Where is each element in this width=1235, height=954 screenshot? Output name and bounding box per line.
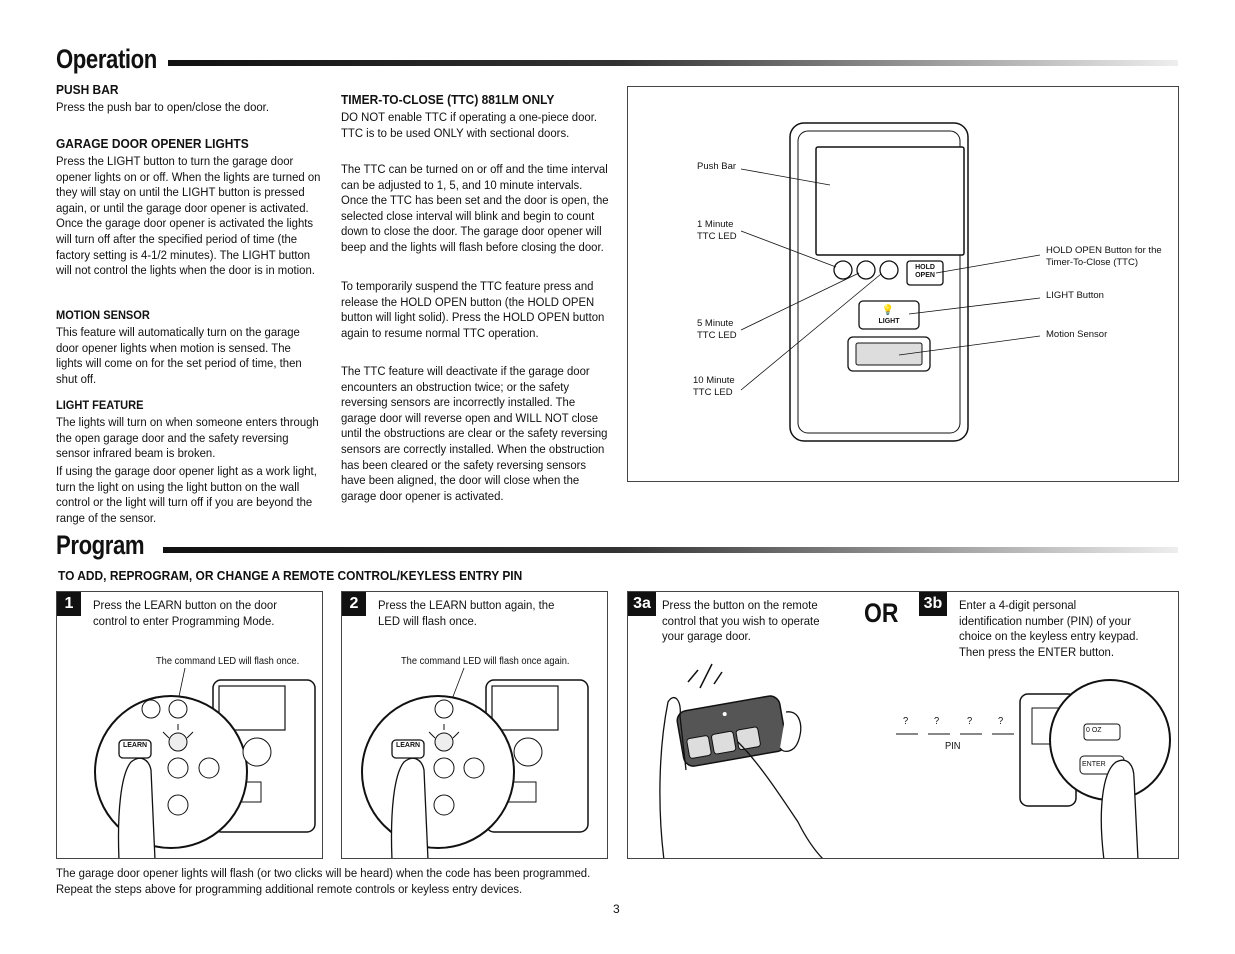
label-push-bar: Push Bar (697, 161, 737, 172)
operation-rule (168, 60, 1178, 66)
ttc-heading: TIMER-TO-CLOSE (TTC) 881LM ONLY (341, 92, 555, 107)
pin-digit-2: ? (934, 716, 940, 727)
step-3-illustration (659, 663, 1171, 858)
step-1-badge: 1 (57, 592, 81, 616)
enter-button-label: ENTER (1082, 761, 1106, 768)
program-subheading: TO ADD, REPROGRAM, OR CHANGE A REMOTE CO… (58, 568, 523, 583)
light-button-label: LIGHT (878, 318, 900, 325)
light-feature-text-2: If using the garage door opener light as… (56, 464, 317, 525)
wall-control-illustration (740, 122, 1041, 442)
page-number: 3 (613, 902, 620, 916)
pin-digit-4: ? (998, 716, 1004, 727)
lights-text: Press the LIGHT button to turn the garag… (56, 154, 321, 278)
pin-digit-1: ? (903, 716, 909, 727)
step-1-illustration (94, 667, 316, 858)
footer-text-1: The garage door opener lights will flash… (56, 866, 591, 880)
operation-title: Operation (56, 44, 157, 74)
pin-digit-3: ? (967, 716, 973, 727)
motion-text: This feature will automatically turn on … (56, 325, 302, 386)
ttc-text-3: To temporarily suspend the TTC feature p… (341, 279, 605, 340)
program-rule (163, 547, 1178, 553)
step-2-illustration (361, 667, 589, 858)
step-1-caption: The command LED will flash once. (156, 656, 300, 667)
ttc-text-2: The TTC can be turned on or off and the … (341, 162, 609, 254)
step-1-learn-button: LEARN (122, 742, 148, 749)
light-feature-heading: LIGHT FEATURE (56, 398, 144, 412)
or-label: OR (864, 598, 899, 628)
step-2-learn-button: LEARN (395, 742, 421, 749)
push-bar-heading: PUSH BAR (56, 82, 119, 97)
step-3b-badge: 3b (919, 592, 947, 616)
bulb-icon: 💡 (881, 305, 895, 316)
keypad-display: 0 OZ (1086, 727, 1102, 734)
step-2-badge: 2 (342, 592, 366, 616)
label-motion-sensor: Motion Sensor (1046, 329, 1108, 340)
pin-label: PIN (945, 741, 961, 752)
lights-heading: GARAGE DOOR OPENER LIGHTS (56, 136, 249, 151)
ttc-text-1: DO NOT enable TTC if operating a one-pie… (341, 110, 598, 140)
footer-text-2: Repeat the steps above for programming a… (56, 882, 523, 896)
step-3a-badge: 3a (628, 592, 656, 616)
push-bar-text: Press the push bar to open/close the doo… (56, 100, 269, 114)
step-2-caption: The command LED will flash once again. (401, 656, 570, 667)
motion-heading: MOTION SENSOR (56, 308, 150, 322)
ttc-text-4: The TTC feature will deactivate if the g… (341, 364, 608, 503)
label-light-button: LIGHT Button (1046, 290, 1104, 301)
program-title: Program (56, 530, 145, 560)
light-feature-text-1: The lights will turn on when someone ent… (56, 415, 319, 461)
